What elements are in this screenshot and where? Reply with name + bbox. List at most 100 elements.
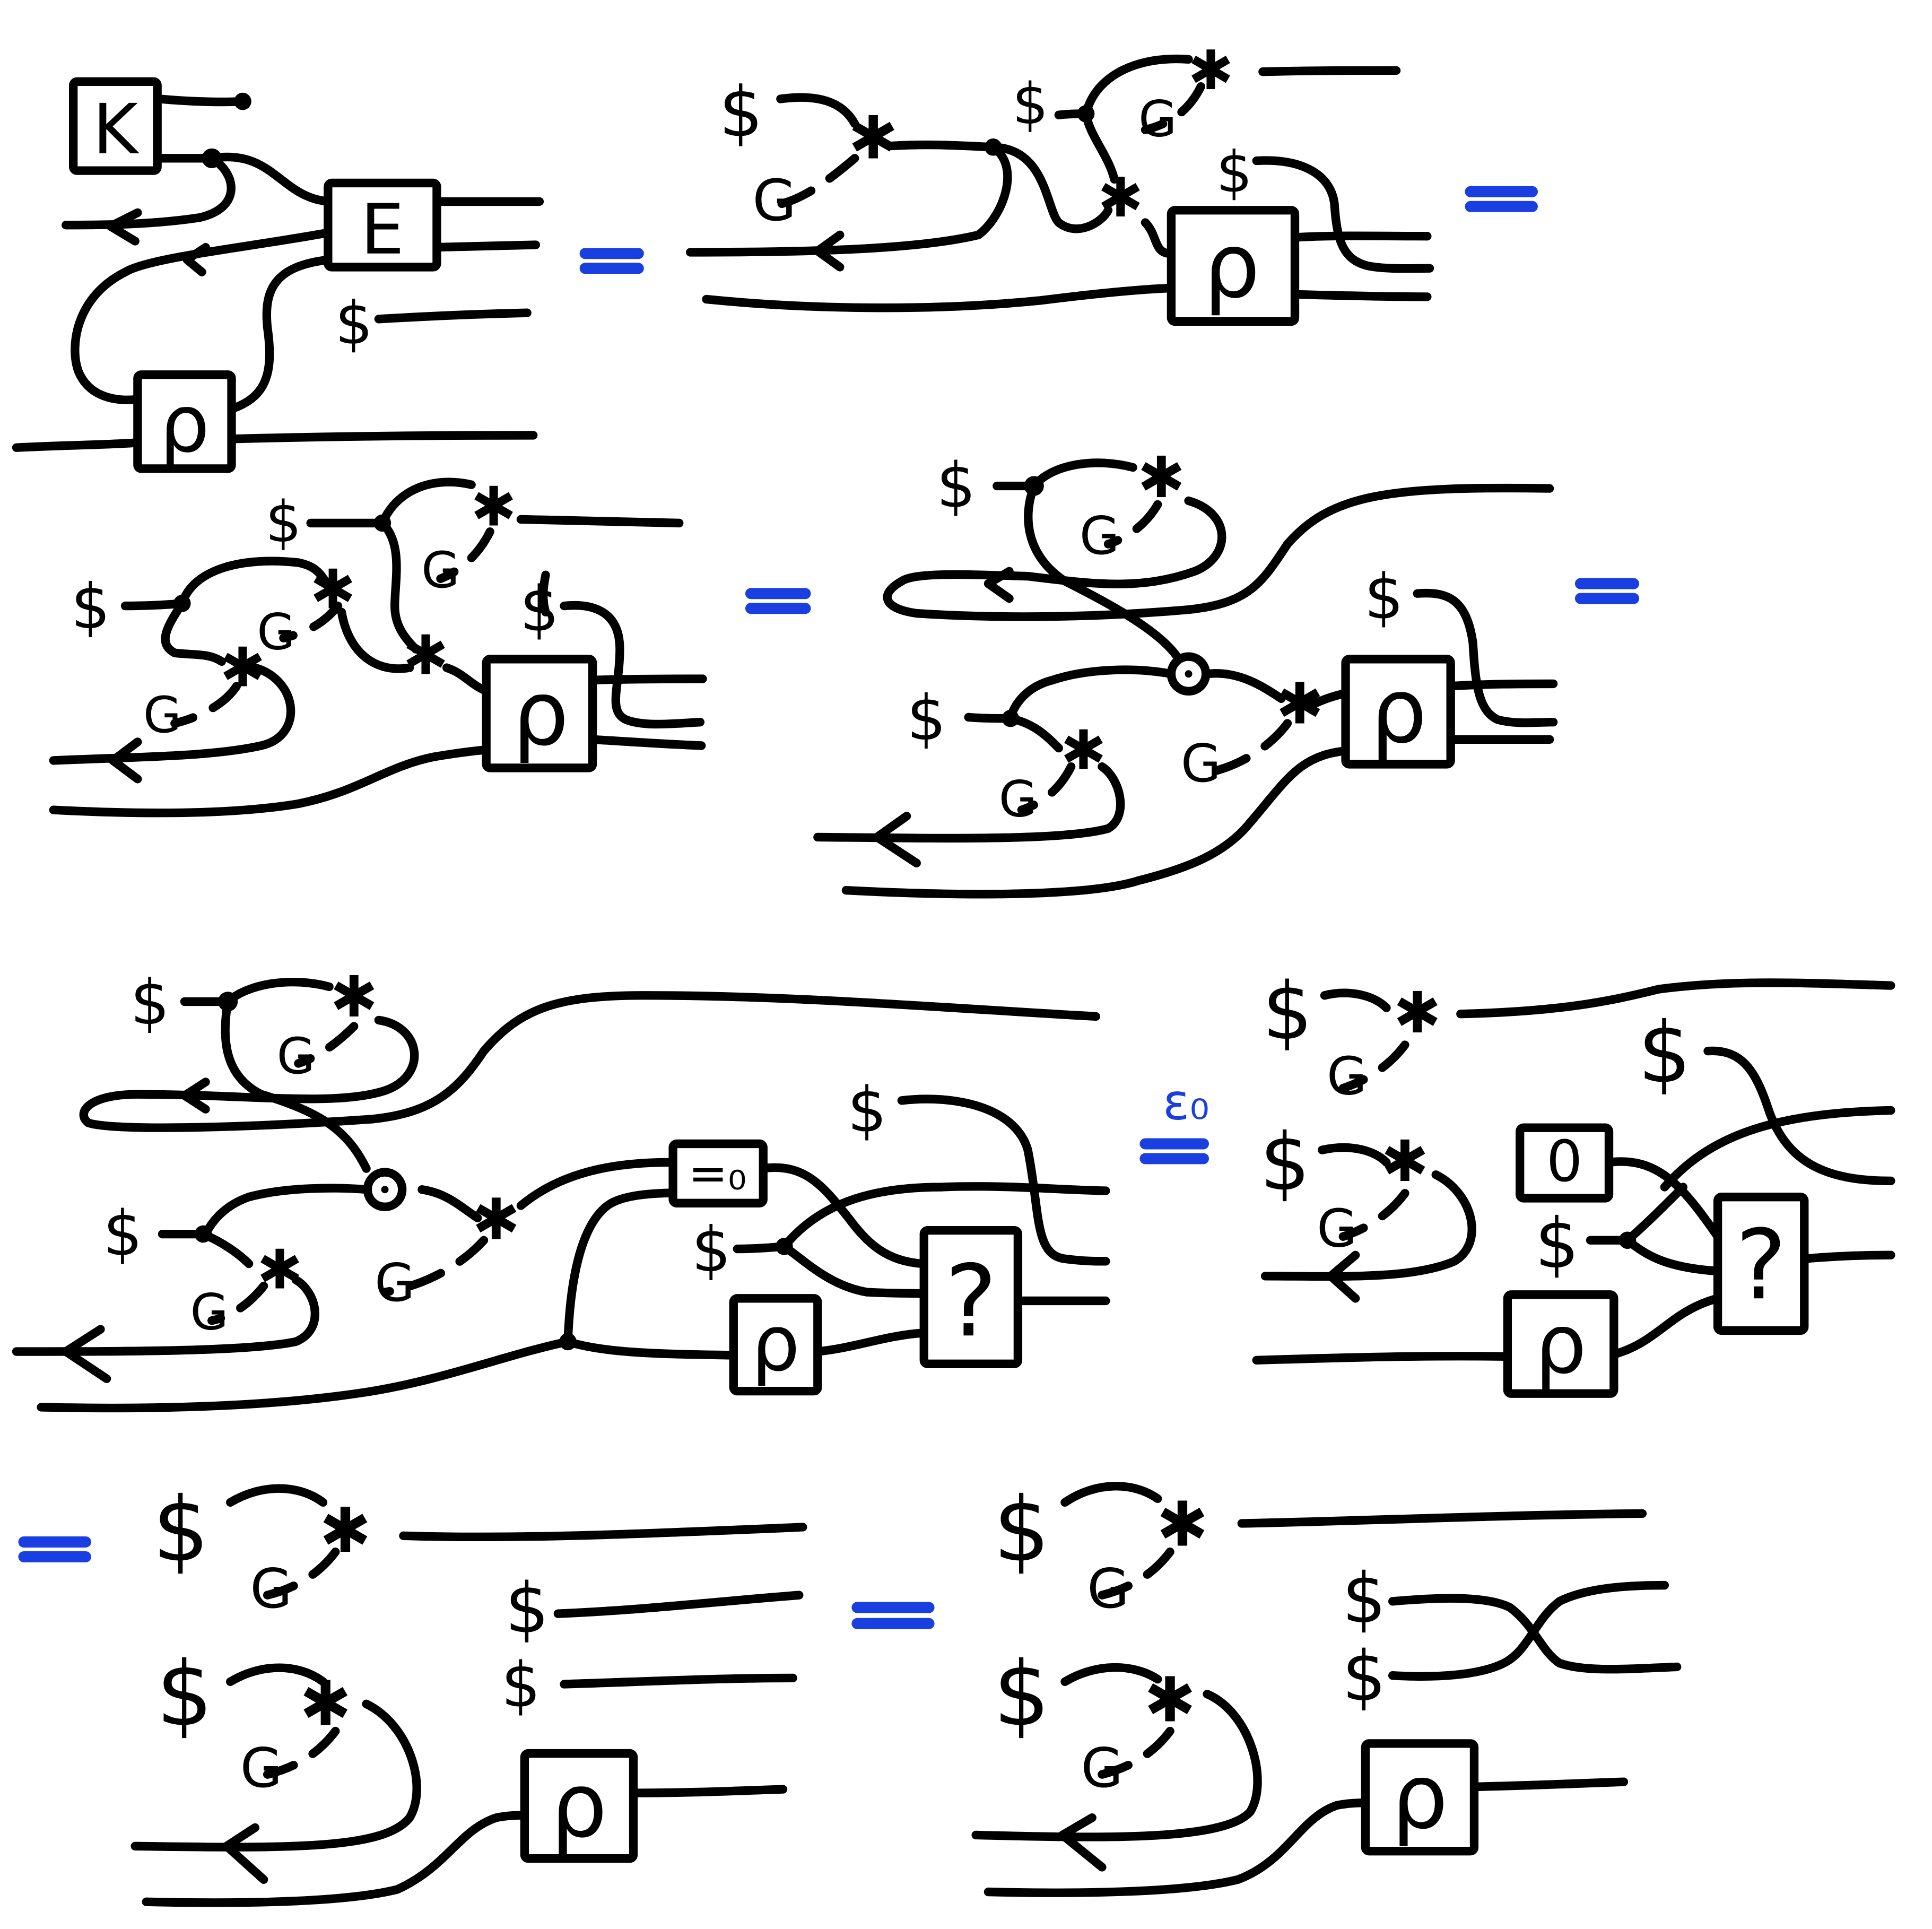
eq-zero-box [668,1139,768,1207]
dollar-label: $ [936,450,976,522]
panel-6: 0 ? ρ $ ✱ G $ ✱ G $ $ [1252,966,1895,1398]
g-label: G [1087,1558,1129,1621]
g-label: G [240,1737,282,1800]
e-box [324,178,441,272]
eps0-label: ε₀ [1163,1073,1209,1131]
dollar-label: $ [71,571,110,643]
rho-box-label: ρ [1371,659,1428,763]
star-node: ✱ [1060,719,1106,783]
dollar-label: $ [265,489,301,555]
zero-box [1516,1123,1614,1203]
rho-box-label: ρ [1391,1745,1448,1849]
dollar-label: $ [505,1568,549,1649]
equals-eps0-sign: ε₀ [1139,1073,1209,1165]
star-node: ✱ [1394,980,1441,1046]
dollar-label: $ [1364,561,1404,633]
g-label: G [277,1027,315,1085]
dollar-label: $ [719,72,763,152]
star-node: ✱ [1276,671,1324,737]
unknown-box [1713,1193,1809,1335]
rho-box [1503,1290,1618,1398]
star-node: ✱ [330,964,378,1030]
dollar-label: $ [692,1214,731,1286]
equals-sign-6 [851,1602,935,1629]
g-label: G [375,1253,415,1314]
eq-zero-box-label: =₀ [689,1146,747,1201]
dollar-label: $ [130,967,170,1039]
panel-7: ρ $ ✱ G $ $ $ ✱ G [130,1478,807,1907]
rho-box-label: ρ [1535,1297,1587,1392]
star-node: ✱ [848,103,898,172]
g-label: G [752,168,796,234]
dollar-label: $ [156,1642,213,1746]
rho-box-label: ρ [160,379,210,471]
g-label: G [1138,90,1177,147]
rho-box-label: ρ [1204,214,1260,318]
equals-sign-1 [579,248,644,274]
dollar-label: $ [520,574,559,646]
dollar-label: $ [994,1642,1050,1746]
equals-sign-4 [1574,578,1640,604]
panel-8: ρ $ ✱ G $ $ $ ✱ G [971,1478,1682,1897]
rho-box [729,1294,822,1396]
rho-box [1167,206,1300,326]
star-node: ✱ [257,1239,302,1302]
dollar-label: $ [847,1075,886,1146]
g-label: G [250,1558,292,1621]
g-label: G [190,1283,228,1341]
g-label: G [1080,506,1120,567]
dollar-label: $ [1263,966,1313,1058]
dollar-label: $ [335,289,373,358]
dollar-label: $ [1012,71,1048,137]
k-box-label: K [93,89,140,170]
dollar-label: $ [994,1478,1050,1582]
star-node: ✱ [1381,1128,1429,1195]
star-node: ✱ [1144,1664,1196,1736]
g-label: G [1081,1737,1123,1800]
rho-box [133,370,236,473]
dollar-label: $ [1535,1203,1579,1284]
dollar-label: $ [153,1478,210,1582]
g-label: G [421,541,459,599]
dollar-label: $ [1260,1117,1310,1209]
unknown-box-label: ? [945,1244,997,1359]
rho-box-label: ρ [751,1299,800,1388]
panel-2: ρ $ G ✱ $ ✱ G ✱ $ [686,39,1434,326]
zero-box-label: 0 [1546,1128,1582,1195]
star-node: ✱ [1098,167,1143,230]
g-label: G [999,770,1037,828]
g-label: G [1317,1198,1357,1259]
dollar-label: $ [501,1649,541,1721]
rho-box [520,1749,638,1863]
star-node: ✱ [403,624,448,687]
star-node: ✱ [1137,445,1185,511]
dollar-label: $ [1342,1636,1386,1717]
k-box [69,77,162,175]
rho-box [482,655,597,772]
g-label: G [257,603,295,661]
rho-box-label: ρ [512,662,569,766]
g-label: G [1181,734,1221,794]
dollar-label: $ [907,683,946,754]
rho-box-label: ρ [551,1753,607,1857]
panel-3: ρ $ ✱ G $ ✱ G ✱ G ✱ $ [49,476,707,818]
terminal-dot [234,92,251,110]
g-label: G [143,686,181,744]
panel-1: K E ρ $ [12,77,544,473]
panel-4: ρ $ ✱ G $ ✱ G ✱ G $ [813,445,1558,899]
g-label: G [1327,1047,1367,1107]
equals-sign-5 [18,1536,91,1562]
star-node: ✱ [319,1495,371,1567]
star-node: ✱ [220,637,266,700]
star-node: ✱ [1156,1489,1208,1560]
equals-sign-3 [745,588,811,614]
equals-sign-2 [1465,186,1538,212]
star-node: ✱ [472,1186,520,1253]
star-node: ✱ [300,1668,352,1740]
dollar-label: $ [1342,1558,1386,1639]
star-node: ✱ [310,559,356,622]
star-node: ✱ [1188,39,1234,102]
dollar-label: $ [1216,139,1252,205]
dollar-label: $ [103,1198,142,1270]
